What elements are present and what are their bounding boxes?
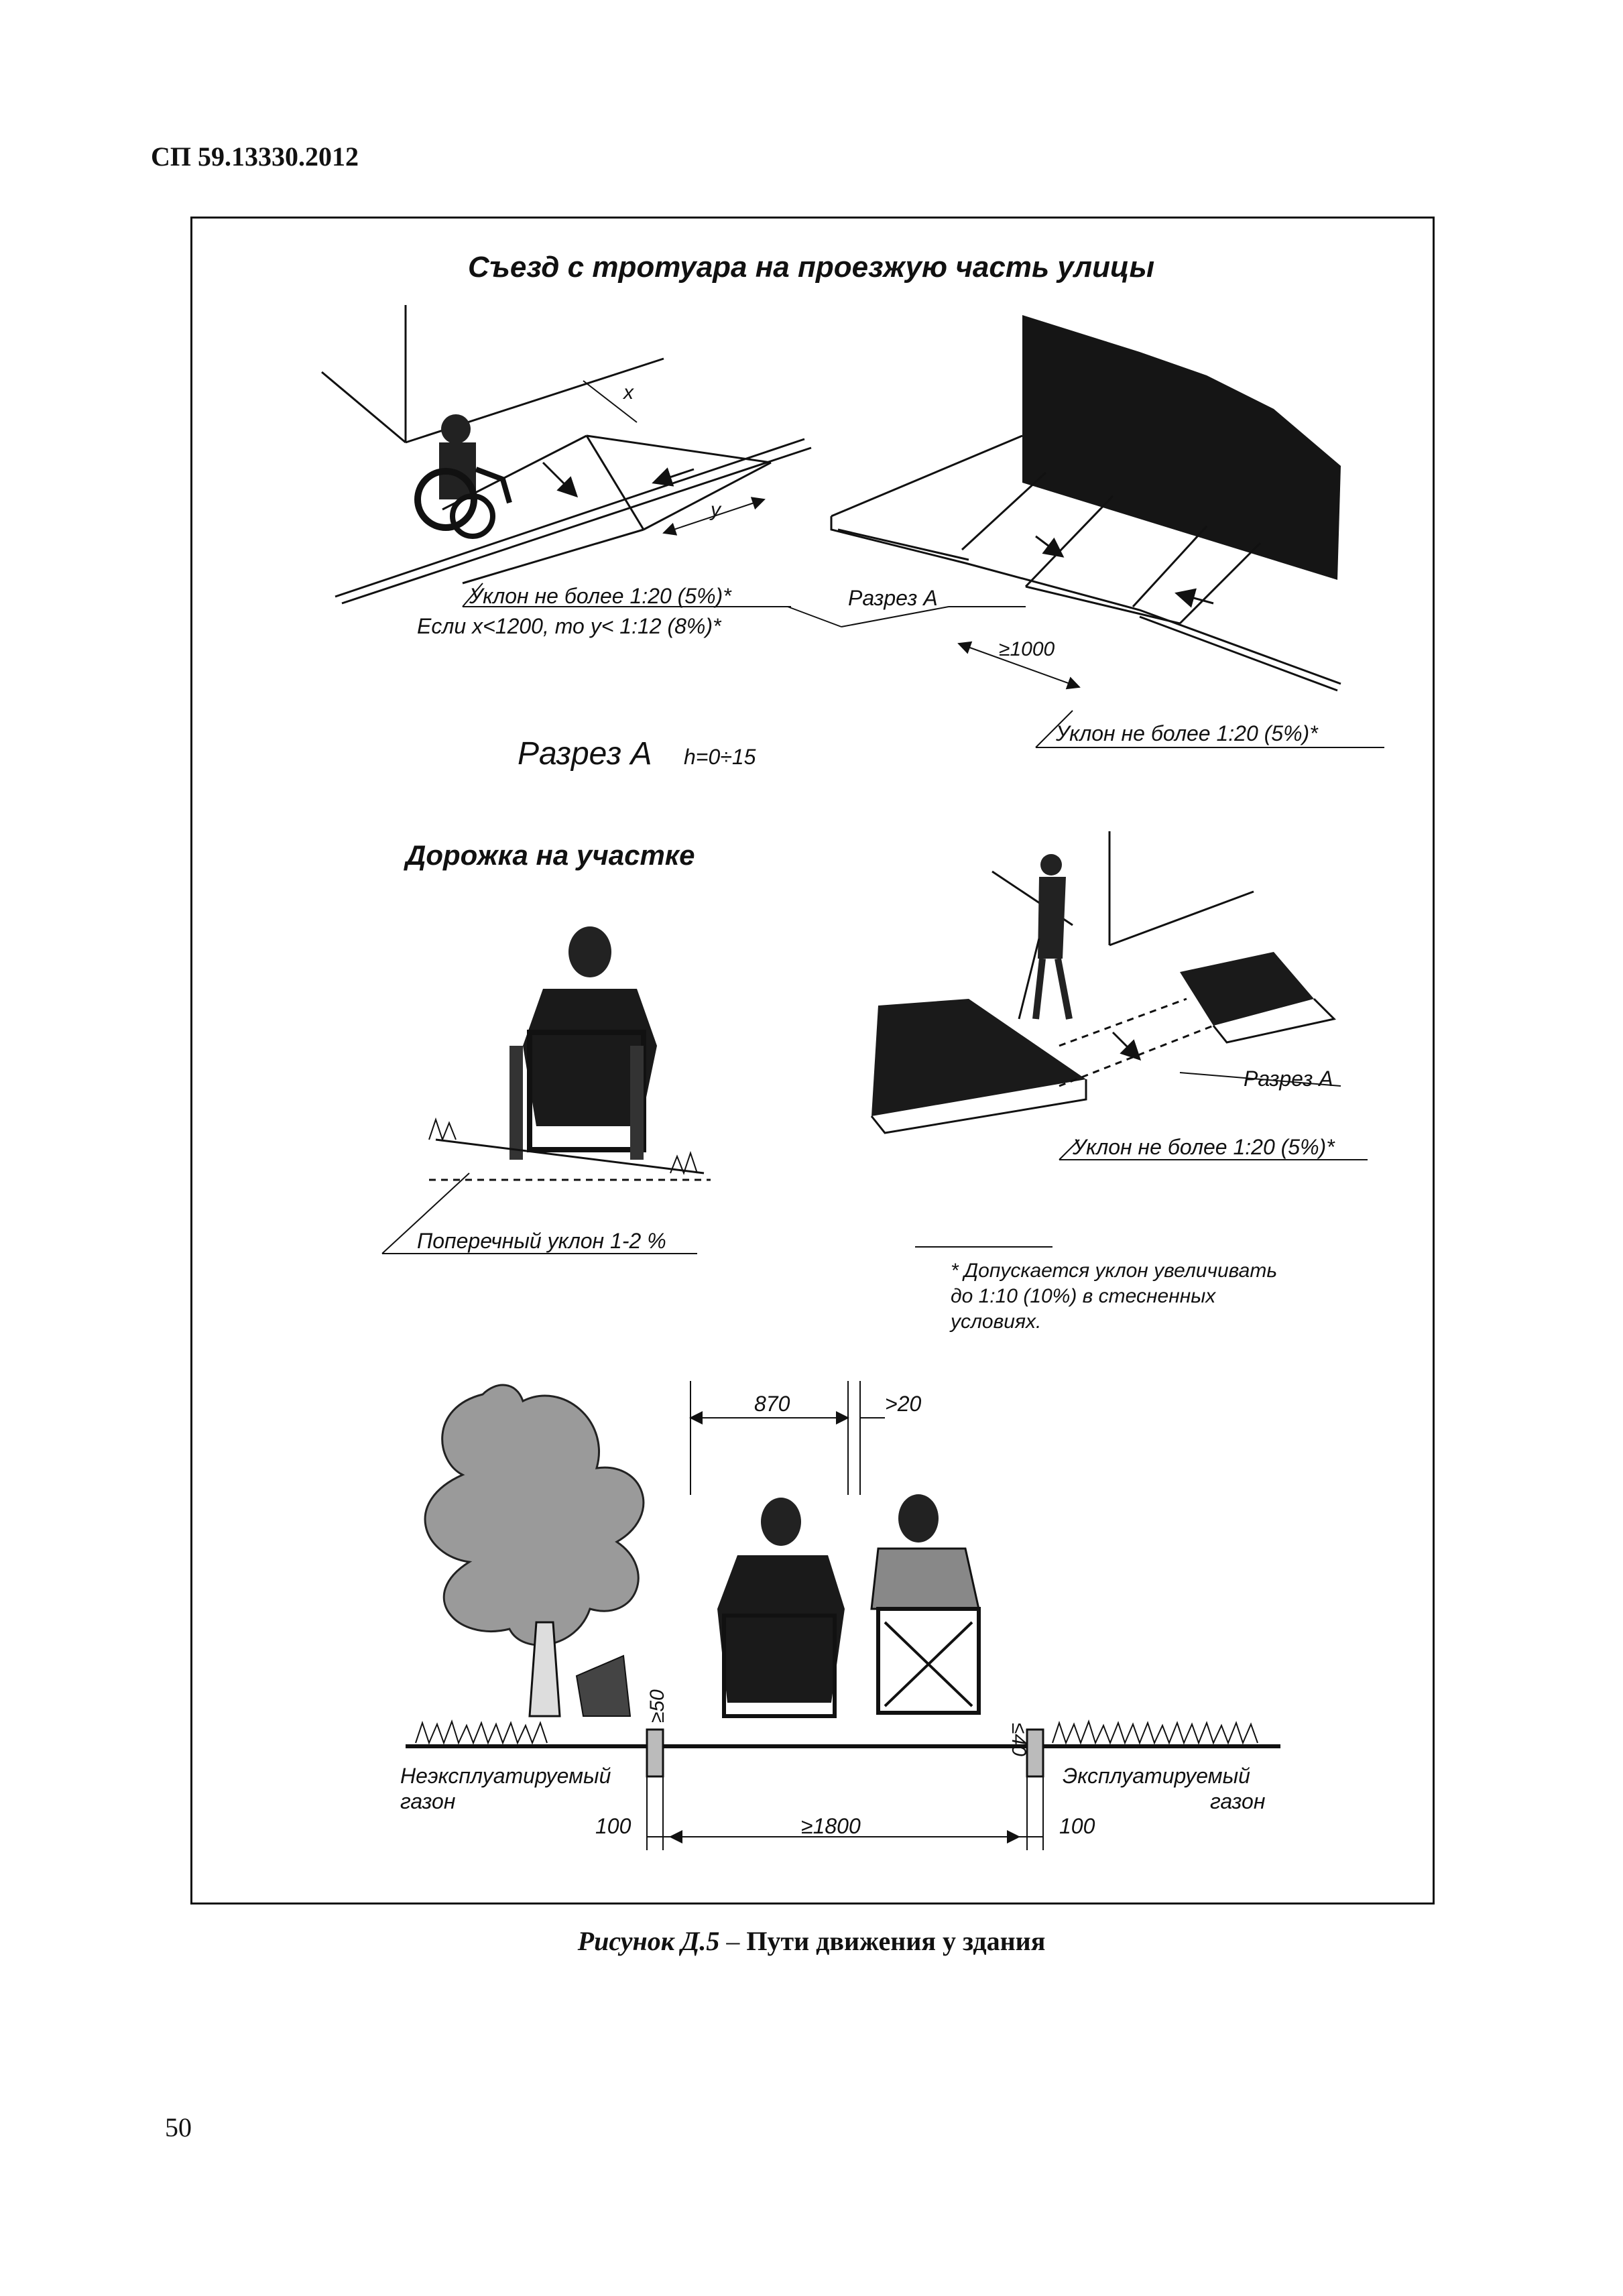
cross-slope-label: Поперечный уклон 1-2 %	[417, 1229, 666, 1253]
label-y: y	[709, 499, 722, 521]
lawn-left-line-2: газон	[400, 1789, 455, 1813]
page-header: СП 59.13330.2012	[151, 141, 359, 172]
figure-caption: Рисунок Д.5 – Пути движения у здания	[0, 1925, 1623, 1957]
section-ground	[406, 1381, 1280, 1850]
wheelchair-user-section-icon-2	[870, 1494, 981, 1715]
section-a-label-mid: Разрез А	[1244, 1067, 1333, 1091]
h-range-label: h=0÷15	[684, 745, 756, 769]
wheelchair-user-section-icon	[717, 1498, 845, 1718]
figure-frame	[190, 217, 1435, 1905]
path-ramp-drawing	[870, 831, 1368, 1160]
condition-left-label: Если x<1200, то y< 1:12 (8%)*	[417, 614, 722, 638]
lawn-left-line-1: Неэксплуатируемый	[400, 1764, 611, 1788]
title-path-on-site: Дорожка на участке	[404, 839, 695, 871]
footnote-line-1: * Допускается уклон увеличивать	[951, 1260, 1277, 1282]
curb-ramp-left-drawing	[321, 305, 812, 605]
caption-dash: –	[719, 1926, 747, 1956]
tree-icon	[424, 1384, 645, 1717]
dim-870: 870	[754, 1392, 790, 1416]
slope-left-label: Уклон не более 1:20 (5%)*	[469, 584, 732, 608]
caption-text: Пути движения у здания	[746, 1926, 1046, 1956]
dim-100-left: 100	[595, 1814, 632, 1838]
dim-20: >20	[885, 1392, 921, 1416]
figure-number: Рисунок Д.5	[577, 1926, 720, 1956]
cross-slope-drawing	[381, 1117, 711, 1254]
wheelchair-user-icon	[414, 414, 512, 539]
lawn-right-line-1: Эксплуатируемый	[1063, 1764, 1250, 1788]
dim-40: ≤40	[1008, 1723, 1030, 1756]
section-a-title: Разрез А	[518, 736, 652, 772]
wheelchair-user-front-icon	[509, 926, 657, 1160]
section-a-label-top: Разрез А	[848, 586, 938, 610]
dim-50: ≥50	[646, 1689, 668, 1723]
dim-1800: ≥1800	[801, 1814, 861, 1838]
slope-right-label-2: Уклон не более 1:20 (5%)*	[1072, 1135, 1335, 1159]
label-x: x	[622, 381, 634, 404]
lawn-right-line-2: газон	[1210, 1789, 1265, 1813]
page-number: 50	[165, 2112, 192, 2142]
width-1000-label: ≥1000	[999, 638, 1055, 660]
dim-100-right: 100	[1059, 1814, 1095, 1838]
slope-right-label: Уклон не более 1:20 (5%)*	[1055, 721, 1319, 745]
footnote-line-2: до 1:10 (10%) в стесненных	[951, 1285, 1216, 1307]
title-curb-ramp: Съезд с тротуара на проезжую часть улицы	[468, 251, 1154, 284]
curb-ramp-right-drawing	[787, 315, 1384, 748]
footnote-line-3: условиях.	[949, 1311, 1041, 1333]
